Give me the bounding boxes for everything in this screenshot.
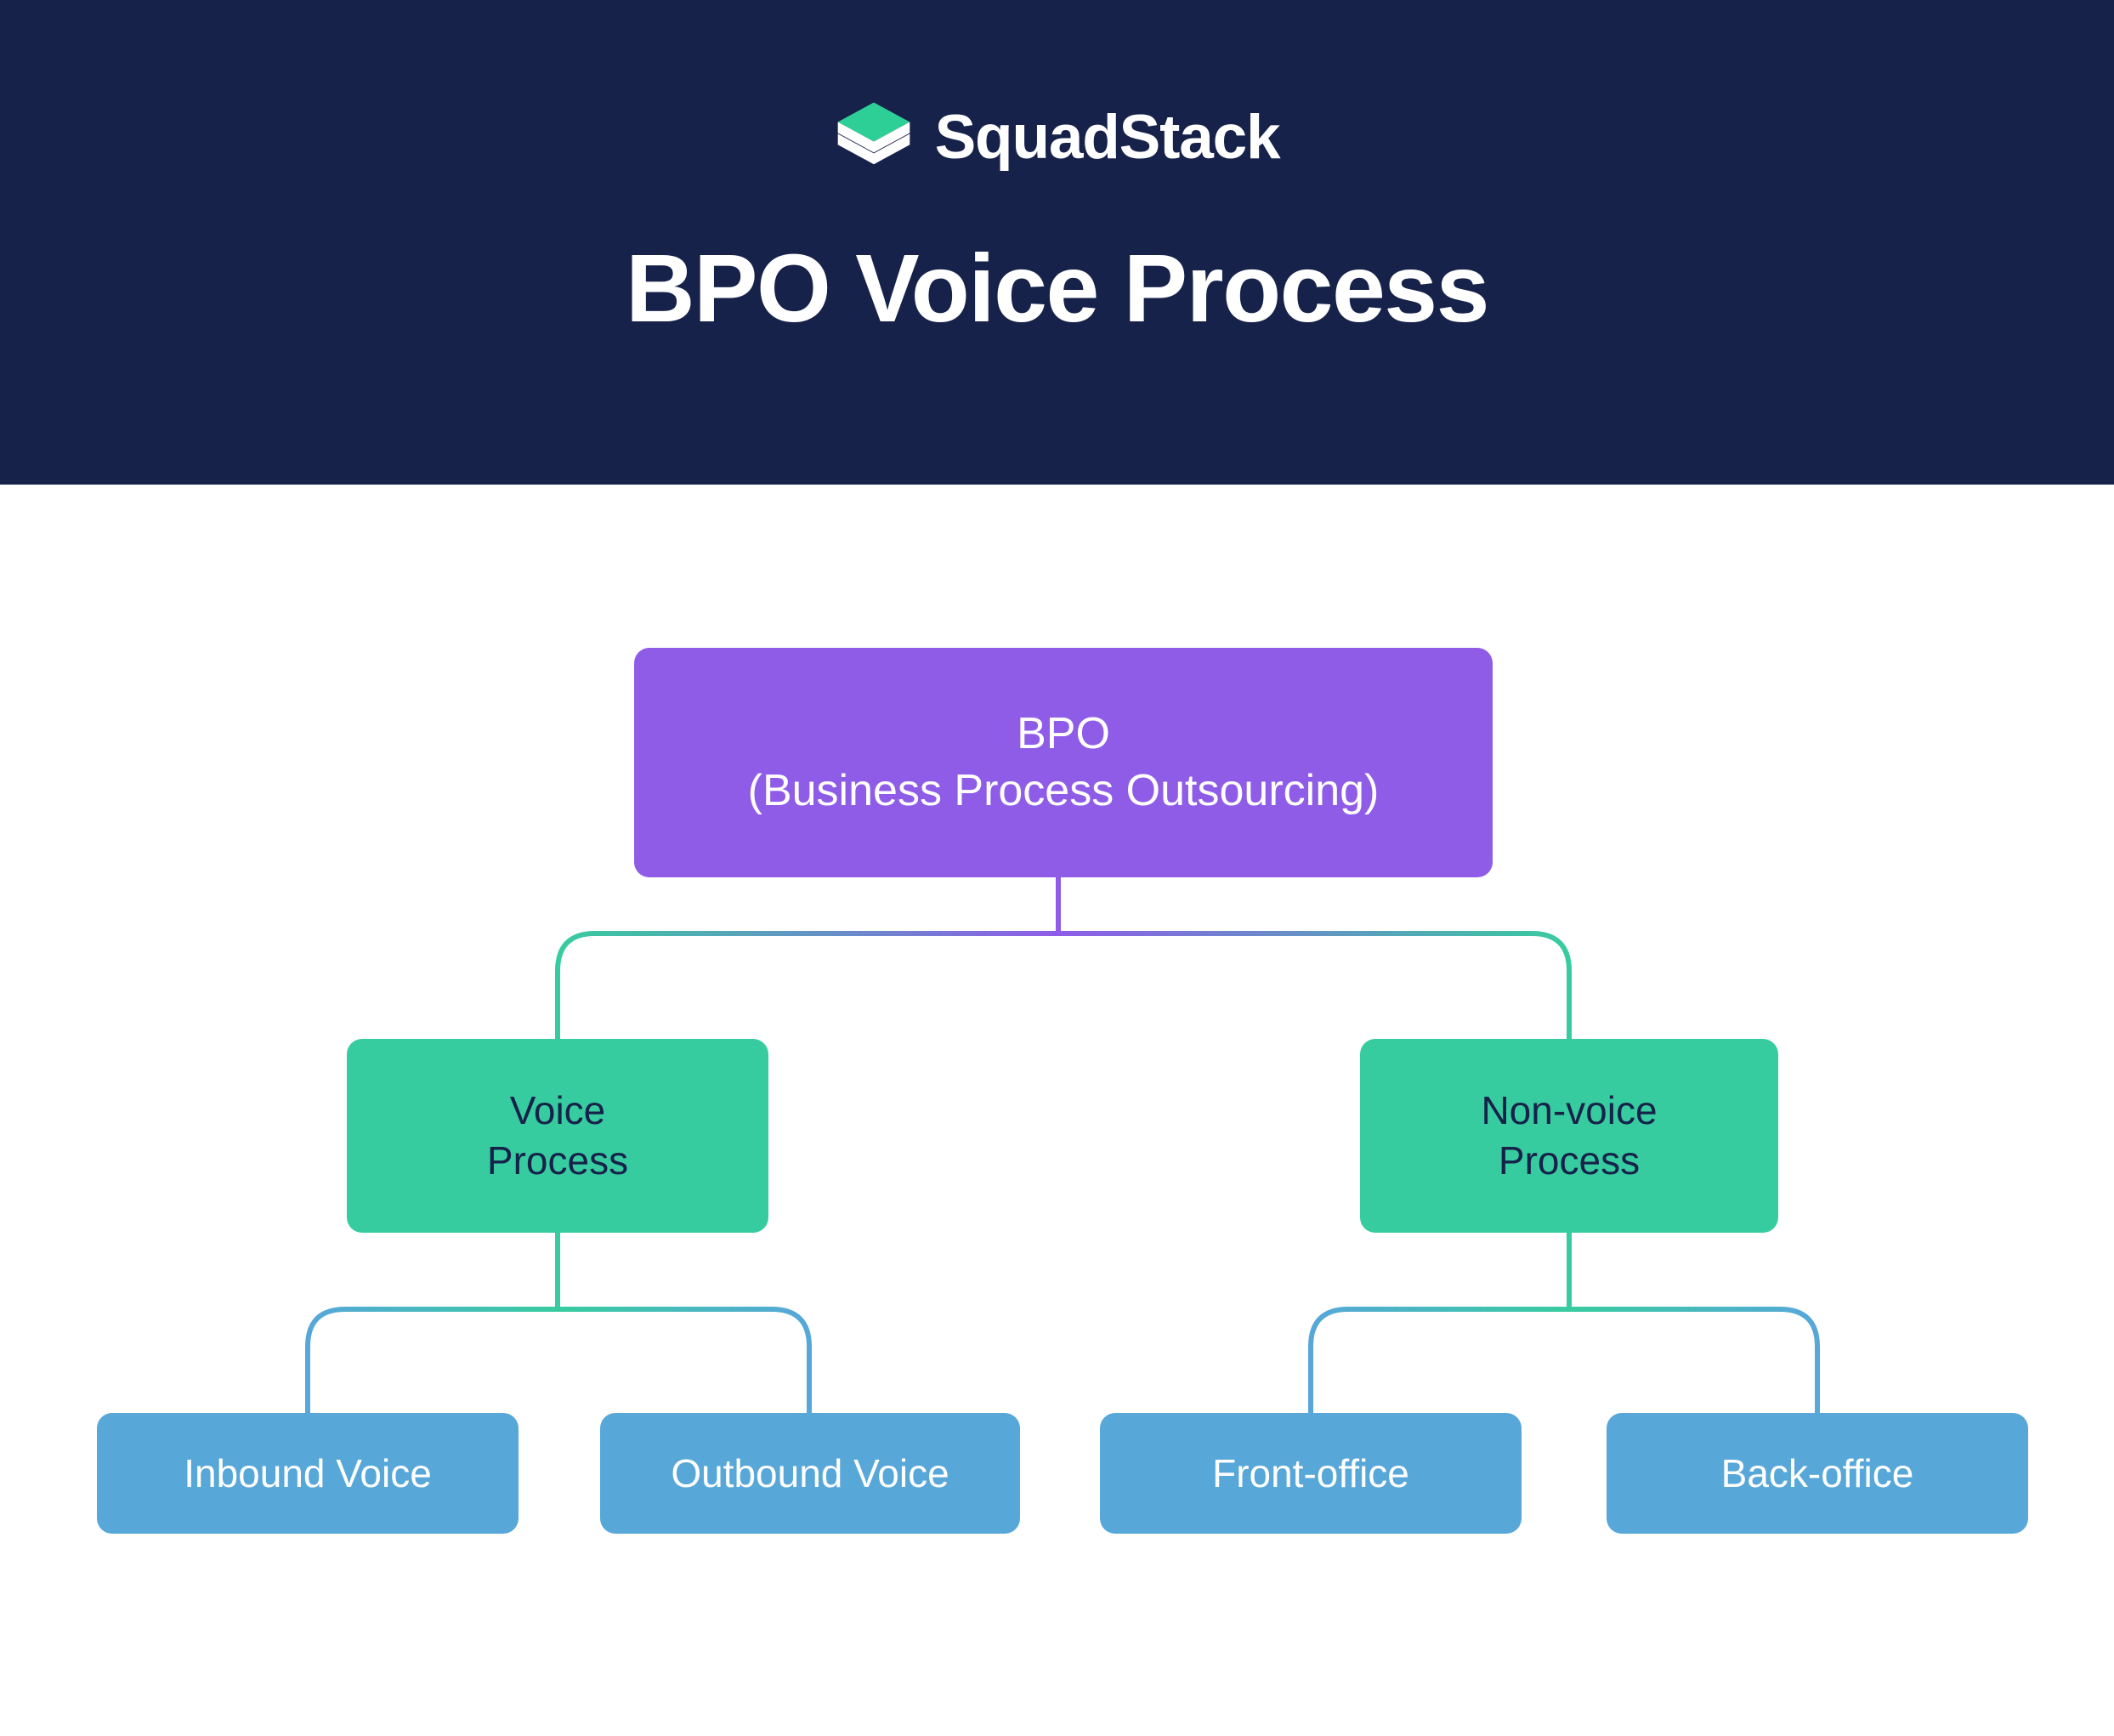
node-voice-process[interactable]: Voice Process bbox=[347, 1039, 768, 1233]
node-front-office-label: Front-office bbox=[1212, 1450, 1409, 1495]
node-bpo[interactable]: BPO (Business Process Outsourcing) bbox=[634, 648, 1493, 877]
bpo-hierarchy-diagram: BPO (Business Process Outsourcing) Voice… bbox=[0, 485, 2114, 1736]
node-inbound-voice-label: Inbound Voice bbox=[184, 1450, 432, 1495]
node-non-voice-process[interactable]: Non-voice Process bbox=[1360, 1039, 1778, 1233]
node-back-office-label: Back-office bbox=[1720, 1450, 1914, 1495]
node-bpo-label: BPO (Business Process Outsourcing) bbox=[747, 709, 1380, 815]
brand-lockup: SquadStack bbox=[0, 98, 2114, 176]
node-non-voice-process-label: Non-voice Process bbox=[1481, 1088, 1658, 1183]
node-outbound-voice-label: Outbound Voice bbox=[671, 1450, 949, 1495]
node-front-office[interactable]: Front-office bbox=[1100, 1413, 1522, 1534]
page-header: SquadStack BPO Voice Process bbox=[0, 0, 2114, 485]
brand-name: SquadStack bbox=[934, 102, 1281, 172]
stacked-layers-logo-icon bbox=[835, 98, 913, 176]
page-title: BPO Voice Process bbox=[625, 235, 1490, 342]
node-inbound-voice[interactable]: Inbound Voice bbox=[97, 1413, 519, 1534]
node-back-office[interactable]: Back-office bbox=[1607, 1413, 2028, 1534]
node-outbound-voice[interactable]: Outbound Voice bbox=[600, 1413, 1020, 1534]
node-voice-process-label: Voice Process bbox=[486, 1088, 629, 1183]
